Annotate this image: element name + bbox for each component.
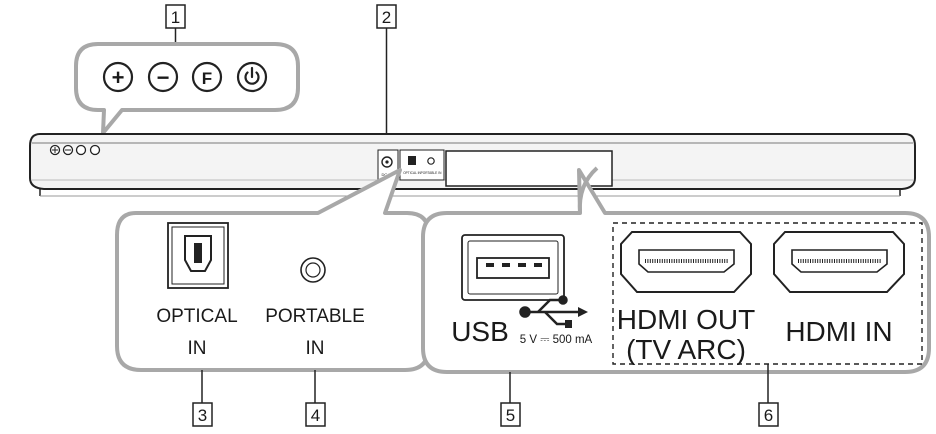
callout-2: 2	[376, 4, 397, 150]
input-zoom-panel: OPTICAL IN PORTABLE IN	[115, 168, 431, 372]
portable-label-line2: IN	[306, 338, 325, 359]
soundbar-body: DC IN OPTICAL IN PORTABLE IN	[29, 133, 916, 197]
optical-label-line2: IN	[188, 338, 207, 359]
zoom-buttons: + − F	[102, 61, 268, 93]
portable-label-line1: PORTABLE	[265, 306, 365, 327]
rear-connector-zoom-panel: USB 5 V ⎓ 500 mA HDMI OUT (TV ARC)	[421, 166, 931, 374]
hdmi-in-label: HDMI IN	[785, 316, 892, 347]
callout-1: 1	[165, 4, 186, 44]
bar-input-ports: OPTICAL IN PORTABLE IN	[399, 149, 445, 181]
minus-button[interactable]: −	[147, 61, 179, 93]
callout-3: 3	[192, 370, 213, 427]
portable-port	[300, 257, 326, 283]
optical-small-label: OPTICAL IN	[403, 171, 421, 175]
optical-label-line1: OPTICAL	[156, 306, 237, 327]
hdmi-out-label-line1: HDMI OUT	[617, 304, 755, 335]
usb-label: USB	[451, 316, 509, 347]
callout-4: 4	[305, 370, 326, 427]
plus-button-label: +	[112, 65, 125, 90]
portable-small-label: PORTABLE IN	[421, 171, 442, 175]
plus-button[interactable]: +	[102, 61, 134, 93]
power-button[interactable]	[236, 61, 268, 93]
optical-port	[167, 222, 229, 289]
function-button[interactable]: F	[191, 61, 223, 93]
usb-port	[461, 234, 565, 301]
callout-5: 5	[500, 372, 521, 427]
callout-2-number: 2	[382, 8, 391, 27]
callout-6: 6	[758, 364, 779, 427]
dc-in-small-label: DC IN	[382, 172, 393, 177]
minus-button-label: −	[157, 65, 170, 90]
bar-buttons	[49, 144, 101, 156]
hdmi-out-port	[620, 231, 752, 293]
usb-trident-icon	[519, 295, 588, 328]
usb-rating: 5 V ⎓ 500 mA	[520, 334, 593, 346]
callout-5-number: 5	[506, 406, 515, 425]
function-button-label: F	[202, 69, 212, 88]
hdmi-out-label-line2: (TV ARC)	[626, 334, 746, 365]
callout-6-number: 6	[764, 406, 773, 425]
hdmi-in-port	[773, 231, 905, 293]
callout-4-number: 4	[311, 406, 320, 425]
callout-1-number: 1	[171, 8, 180, 27]
power-icon	[244, 66, 260, 85]
callout-3-number: 3	[198, 406, 207, 425]
